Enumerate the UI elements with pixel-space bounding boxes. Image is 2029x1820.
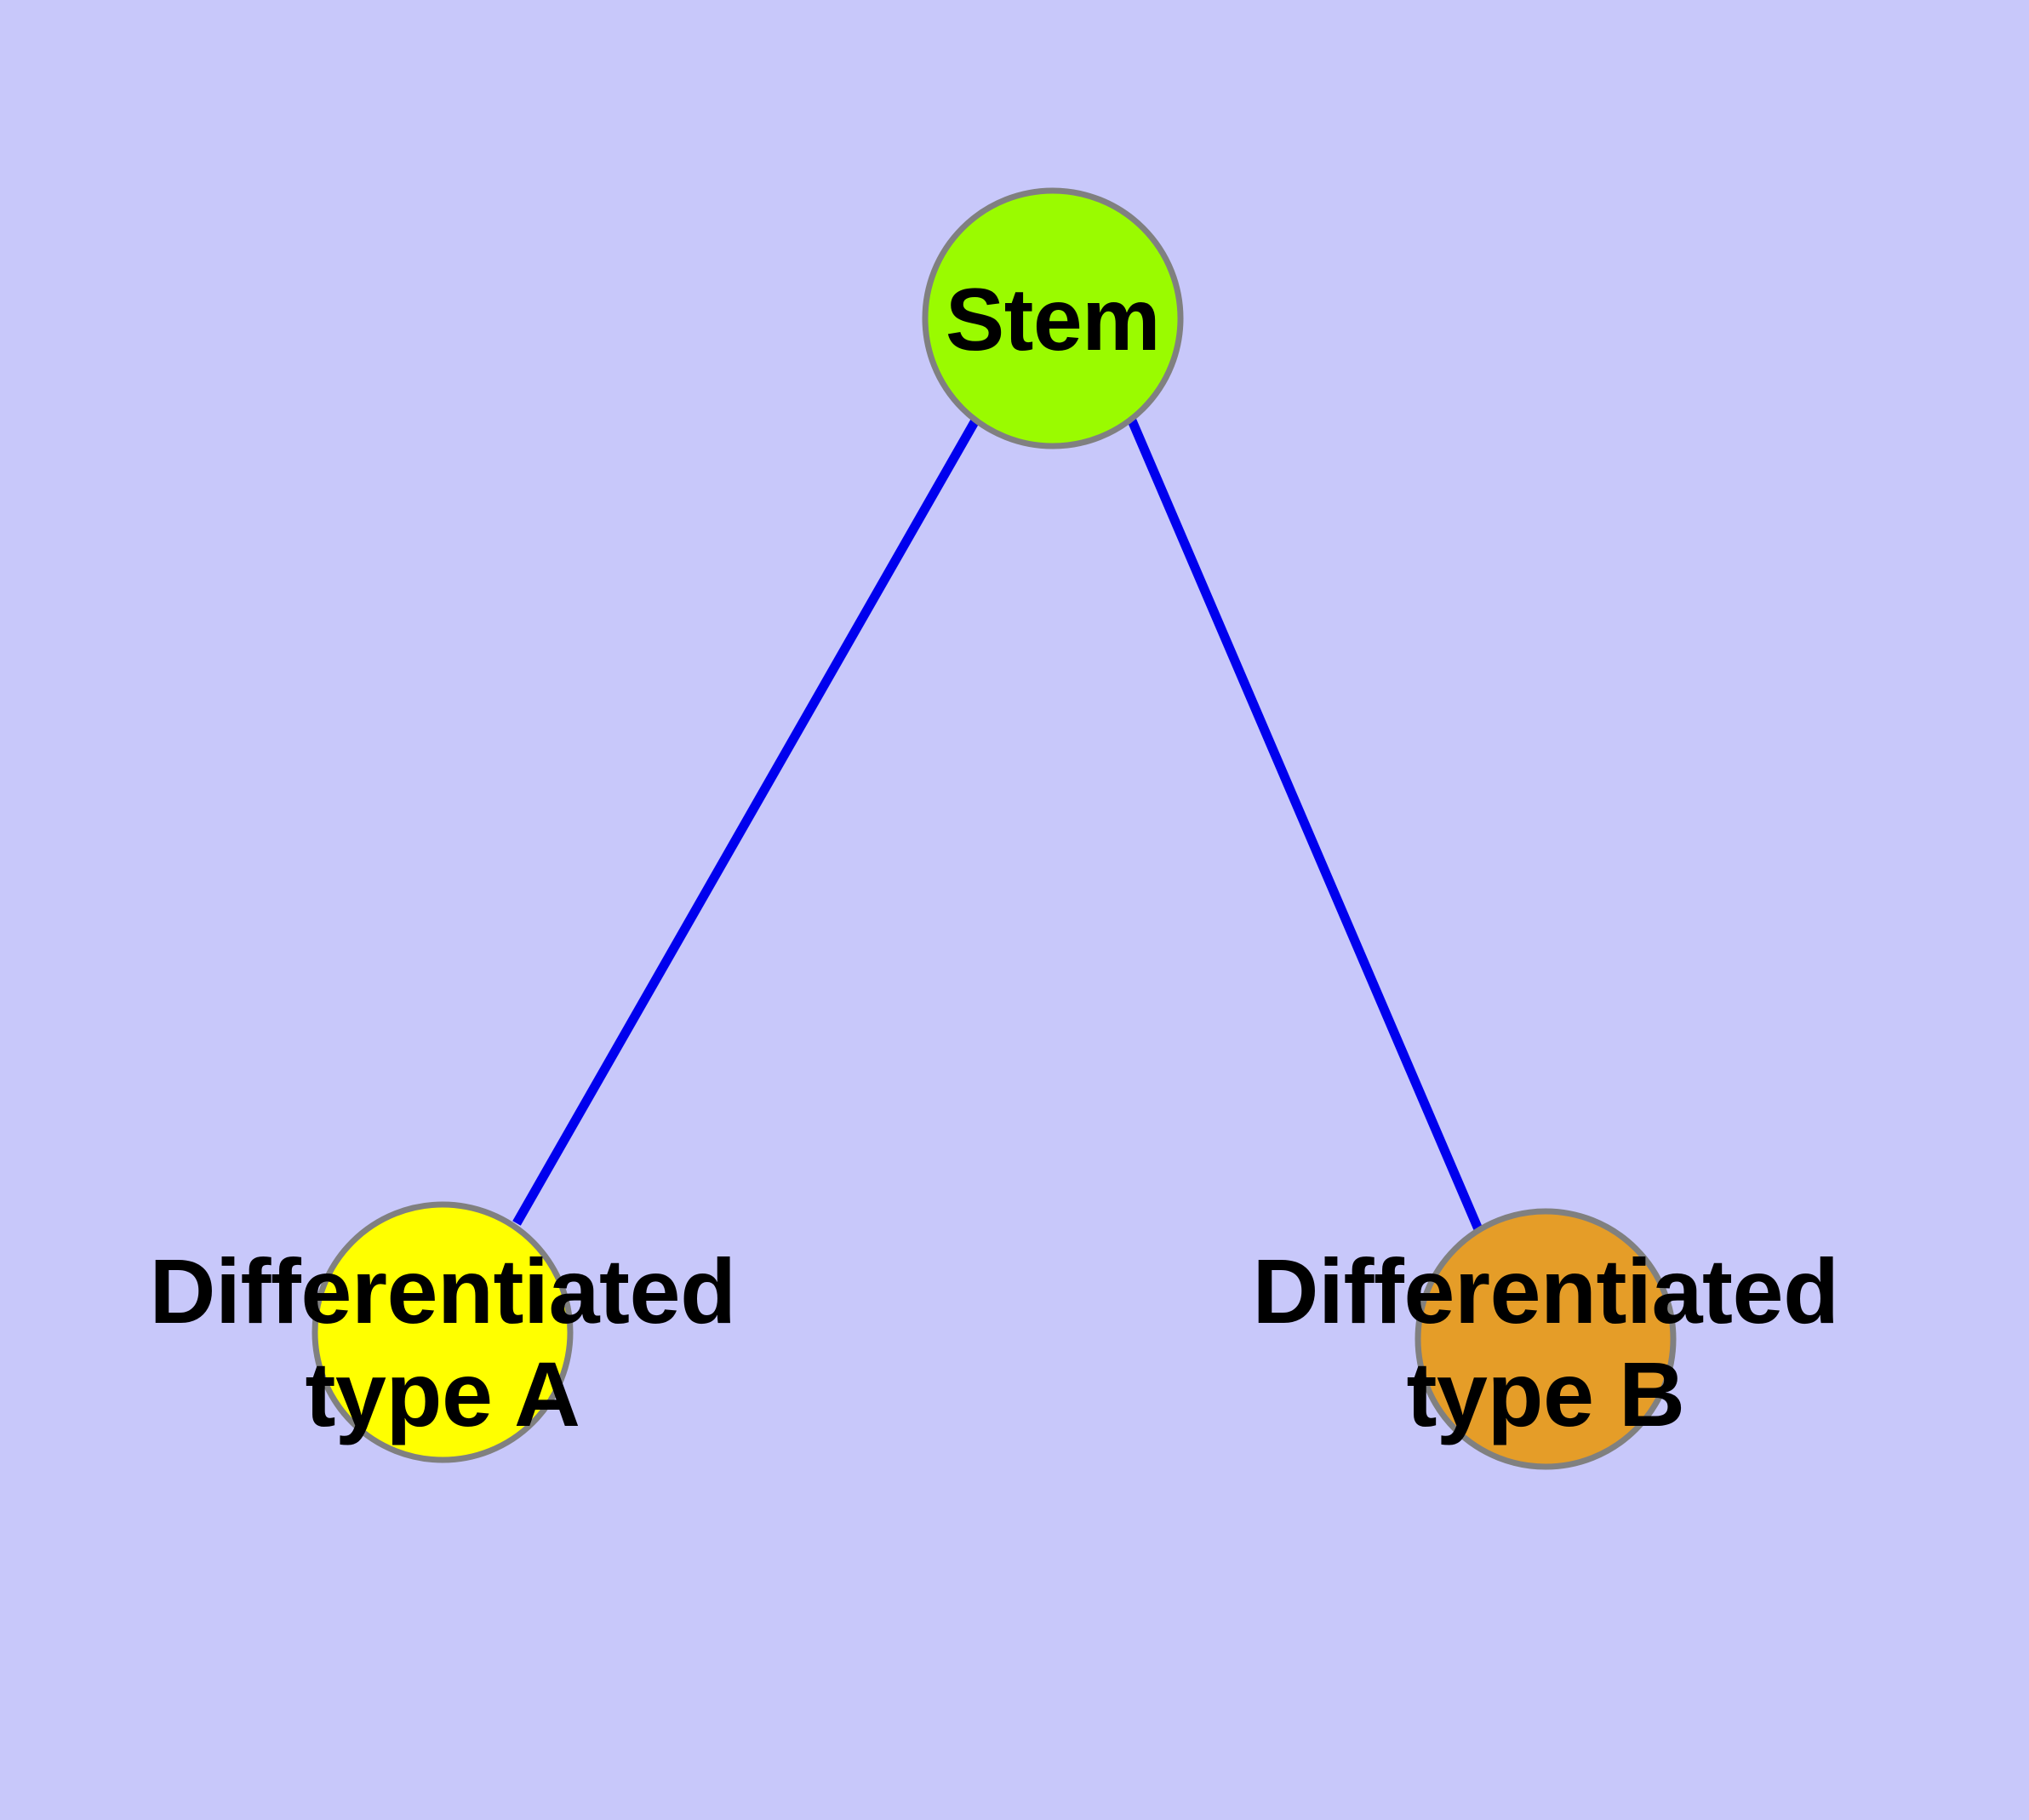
node-diff-b[interactable] (1415, 1208, 1677, 1470)
node-stem[interactable] (922, 187, 1184, 449)
node-layer (311, 187, 1677, 1470)
edge-layer (512, 418, 1483, 1232)
edge-stem-to-diff-b[interactable] (1127, 418, 1483, 1232)
edge-stem-to-diff-a[interactable] (512, 418, 980, 1226)
node-diff-a[interactable] (311, 1201, 574, 1463)
